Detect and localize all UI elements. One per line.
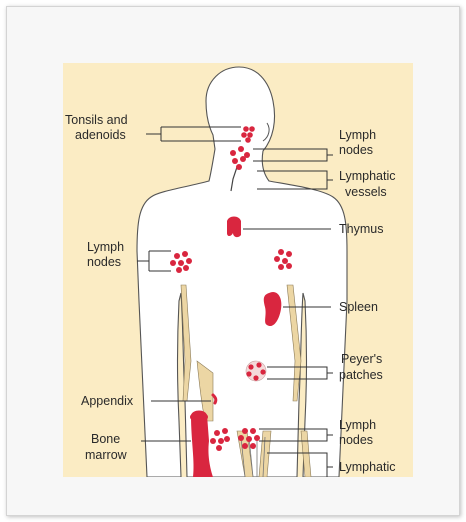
label-appendix: Appendix <box>81 394 134 408</box>
label-spleen: Spleen <box>339 300 378 314</box>
label-lymphatic-bottom: Lymphatic <box>339 460 396 474</box>
label-lymphatic-vessels-line2: vessels <box>345 185 387 199</box>
label-lymph-nodes-neck-line2: nodes <box>339 143 373 157</box>
node-cluster-peyers-patches <box>246 361 266 381</box>
label-tonsils-line2: adenoids <box>75 128 126 142</box>
label-lymphatic-vessels-line1: Lymphatic <box>339 169 396 183</box>
label-bone-marrow-line1: Bone <box>91 432 120 446</box>
label-tonsils-line1: Tonsils and <box>65 113 128 127</box>
label-bone-marrow-line2: marrow <box>85 448 128 462</box>
label-lymph-nodes-groin-line1: Lymph <box>339 418 376 432</box>
lymphatic-system-diagram: Tonsils and adenoids Lymph nodes Lymphat… <box>7 7 459 515</box>
bone-marrow-head <box>190 412 208 422</box>
label-peyers-line2: patches <box>339 368 383 382</box>
label-lymph-nodes-groin-line2: nodes <box>339 433 373 447</box>
label-peyers-line1: Peyer's <box>341 352 382 366</box>
label-lymph-nodes-armpit-line2: nodes <box>87 255 121 269</box>
thymus-organ <box>227 217 241 238</box>
label-thymus: Thymus <box>339 222 383 236</box>
label-lymph-nodes-neck-line1: Lymph <box>339 128 376 142</box>
label-lymph-nodes-armpit-line1: Lymph <box>87 240 124 254</box>
figure-frame: Tonsils and adenoids Lymph nodes Lymphat… <box>6 6 460 516</box>
